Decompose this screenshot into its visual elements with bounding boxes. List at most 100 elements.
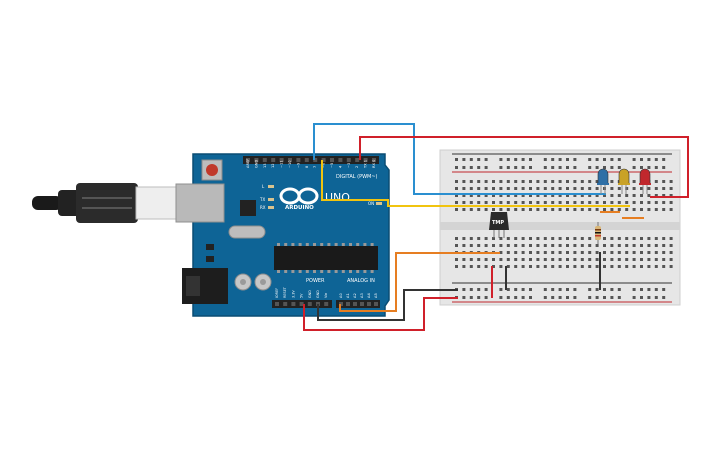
breadboard-hole[interactable] xyxy=(536,187,540,190)
breadboard-hole[interactable] xyxy=(573,296,577,299)
breadboard-hole[interactable] xyxy=(647,187,651,190)
breadboard-hole[interactable] xyxy=(566,166,569,169)
breadboard-hole[interactable] xyxy=(669,244,673,247)
breadboard-hole[interactable] xyxy=(514,180,518,183)
breadboard-hole[interactable] xyxy=(521,187,525,190)
breadboard-hole[interactable] xyxy=(536,244,540,247)
breadboard-hole[interactable] xyxy=(477,258,481,261)
breadboard-hole[interactable] xyxy=(662,187,666,190)
breadboard-hole[interactable] xyxy=(462,208,466,211)
breadboard-hole[interactable] xyxy=(632,258,636,261)
power-pin-hole[interactable] xyxy=(299,302,304,306)
breadboard-hole[interactable] xyxy=(647,265,651,268)
breadboard-hole[interactable] xyxy=(499,194,503,197)
breadboard-hole[interactable] xyxy=(469,244,473,247)
breadboard-hole[interactable] xyxy=(654,187,658,190)
breadboard-hole[interactable] xyxy=(543,166,547,169)
breadboard-hole[interactable] xyxy=(566,296,569,299)
breadboard-hole[interactable] xyxy=(499,187,503,190)
breadboard-hole[interactable] xyxy=(469,288,473,291)
breadboard-hole[interactable] xyxy=(492,187,495,190)
breadboard-hole[interactable] xyxy=(595,180,599,183)
breadboard-hole[interactable] xyxy=(484,288,488,291)
breadboard-hole[interactable] xyxy=(610,208,614,211)
breadboard-hole[interactable] xyxy=(543,265,547,268)
breadboard-hole[interactable] xyxy=(573,237,577,240)
breadboard-hole[interactable] xyxy=(462,158,466,161)
breadboard-hole[interactable] xyxy=(543,288,547,291)
breadboard-hole[interactable] xyxy=(536,194,540,197)
breadboard-hole[interactable] xyxy=(654,258,658,261)
breadboard-hole[interactable] xyxy=(477,244,481,247)
breadboard-hole[interactable] xyxy=(492,244,495,247)
breadboard-hole[interactable] xyxy=(669,194,673,197)
breadboard-hole[interactable] xyxy=(580,244,584,247)
breadboard-hole[interactable] xyxy=(462,166,466,169)
breadboard-hole[interactable] xyxy=(558,194,562,197)
breadboard-hole[interactable] xyxy=(595,258,599,261)
breadboard-hole[interactable] xyxy=(625,208,629,211)
breadboard-hole[interactable] xyxy=(580,180,584,183)
breadboard-hole[interactable] xyxy=(662,194,666,197)
breadboard-hole[interactable] xyxy=(558,265,562,268)
breadboard-hole[interactable] xyxy=(506,187,510,190)
breadboard-hole[interactable] xyxy=(603,265,606,268)
wire-black[interactable] xyxy=(317,289,458,321)
breadboard-hole[interactable] xyxy=(514,187,518,190)
breadboard-hole[interactable] xyxy=(514,201,518,204)
breadboard-hole[interactable] xyxy=(669,258,673,261)
breadboard-hole[interactable] xyxy=(492,194,495,197)
breadboard-hole[interactable] xyxy=(617,265,621,268)
breadboard-hole[interactable] xyxy=(595,244,599,247)
breadboard-hole[interactable] xyxy=(625,251,629,254)
breadboard-hole[interactable] xyxy=(610,244,614,247)
digital-pin-hole[interactable] xyxy=(279,158,284,162)
breadboard-hole[interactable] xyxy=(499,158,503,161)
breadboard-hole[interactable] xyxy=(654,166,658,169)
led-yellow[interactable] xyxy=(618,168,630,194)
breadboard-hole[interactable] xyxy=(506,194,510,197)
breadboard-hole[interactable] xyxy=(521,258,525,261)
breadboard-hole[interactable] xyxy=(514,244,518,247)
breadboard-hole[interactable] xyxy=(558,288,562,291)
breadboard-hole[interactable] xyxy=(469,158,473,161)
breadboard-hole[interactable] xyxy=(484,244,488,247)
breadboard-hole[interactable] xyxy=(551,208,555,211)
breadboard-hole[interactable] xyxy=(617,296,621,299)
breadboard-hole[interactable] xyxy=(462,288,466,291)
breadboard-hole[interactable] xyxy=(484,296,488,299)
breadboard-hole[interactable] xyxy=(654,244,658,247)
breadboard-hole[interactable] xyxy=(625,244,629,247)
breadboard-hole[interactable] xyxy=(640,194,643,197)
breadboard-hole[interactable] xyxy=(514,288,518,291)
breadboard-hole[interactable] xyxy=(558,251,562,254)
digital-pin-hole[interactable] xyxy=(262,158,267,162)
breadboard-hole[interactable] xyxy=(662,251,666,254)
digital-pin-hole[interactable] xyxy=(288,158,292,162)
breadboard-hole[interactable] xyxy=(499,201,503,204)
breadboard-hole[interactable] xyxy=(558,201,562,204)
temperature-sensor[interactable]: TMP xyxy=(489,212,509,238)
breadboard-hole[interactable] xyxy=(573,258,577,261)
breadboard-hole[interactable] xyxy=(566,258,569,261)
breadboard-hole[interactable] xyxy=(477,201,481,204)
breadboard-hole[interactable] xyxy=(477,194,481,197)
breadboard-hole[interactable] xyxy=(521,288,525,291)
breadboard-hole[interactable] xyxy=(484,265,488,268)
breadboard-hole[interactable] xyxy=(551,201,555,204)
breadboard-hole[interactable] xyxy=(610,201,614,204)
breadboard-hole[interactable] xyxy=(455,237,458,240)
breadboard-hole[interactable] xyxy=(632,194,636,197)
breadboard-hole[interactable] xyxy=(469,180,473,183)
breadboard-hole[interactable] xyxy=(625,237,629,240)
breadboard-hole[interactable] xyxy=(617,258,621,261)
breadboard-hole[interactable] xyxy=(558,258,562,261)
breadboard-hole[interactable] xyxy=(543,237,547,240)
breadboard-hole[interactable] xyxy=(506,158,510,161)
breadboard-hole[interactable] xyxy=(521,201,525,204)
breadboard-hole[interactable] xyxy=(595,296,599,299)
breadboard-hole[interactable] xyxy=(506,201,510,204)
breadboard-hole[interactable] xyxy=(654,296,658,299)
breadboard-hole[interactable] xyxy=(662,265,666,268)
breadboard-hole[interactable] xyxy=(580,237,584,240)
